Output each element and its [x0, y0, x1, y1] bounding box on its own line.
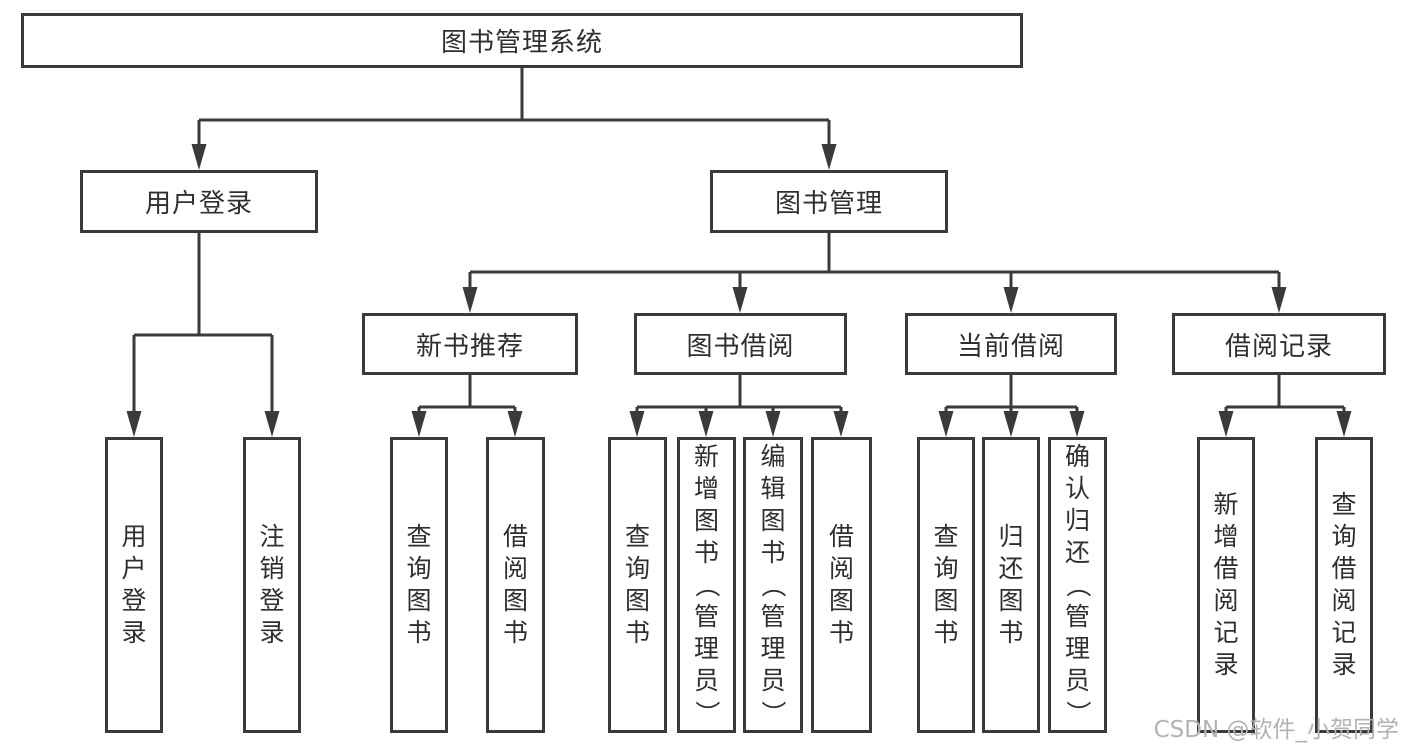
leaf-current-query-book: 查询图书: [917, 437, 975, 733]
leaf-borrow-edit-book-admin: 编辑图书（管理员）: [743, 437, 803, 733]
leaf-logout: 注销登录: [243, 437, 301, 733]
leaf-current-confirm-return-admin: 确认归还（管理员）: [1048, 437, 1107, 733]
node-new-book-recommend: 新书推荐: [362, 313, 578, 375]
node-book-borrow: 图书借阅: [634, 313, 847, 375]
leaf-records-query-record: 查询借阅记录: [1315, 437, 1373, 733]
node-borrow-records: 借阅记录: [1172, 313, 1386, 375]
leaf-records-add-record: 新增借阅记录: [1197, 437, 1255, 733]
leaf-newbook-borrow-book: 借阅图书: [486, 437, 545, 733]
node-root: 图书管理系统: [21, 13, 1023, 68]
watermark: CSDN @软件_小贺同学: [1153, 717, 1399, 743]
node-book-management: 图书管理: [710, 170, 948, 233]
leaf-user-login: 用户登录: [105, 437, 163, 733]
leaf-borrow-borrow-book: 借阅图书: [811, 437, 872, 733]
leaf-borrow-add-book-admin: 新增图书（管理员）: [677, 437, 736, 733]
leaf-newbook-query-book: 查询图书: [390, 437, 448, 733]
leaf-current-return-book: 归还图书: [982, 437, 1040, 733]
node-user-login: 用户登录: [80, 170, 318, 233]
leaf-borrow-query-book: 查询图书: [608, 437, 667, 733]
node-current-borrow: 当前借阅: [905, 313, 1117, 375]
